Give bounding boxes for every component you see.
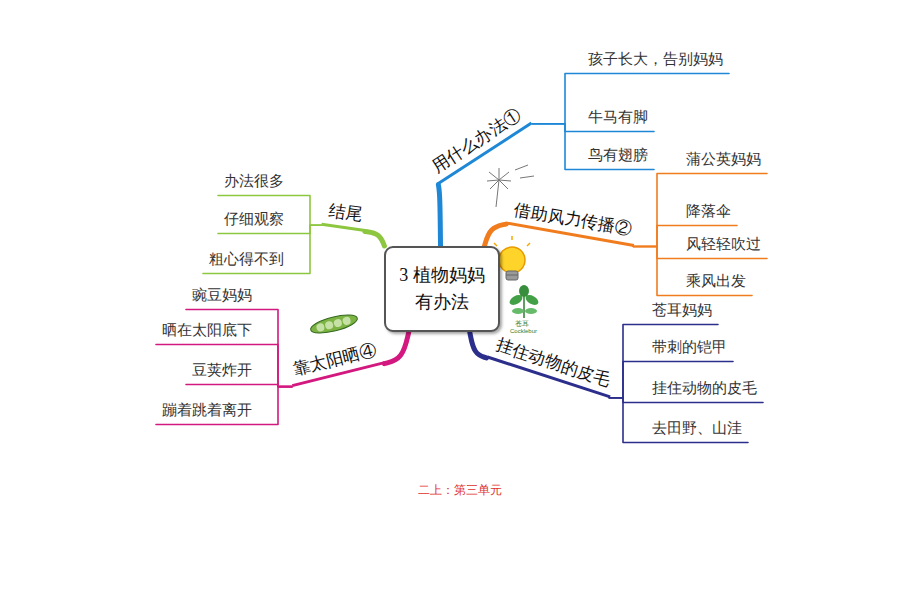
- node-text: 结尾: [327, 199, 364, 226]
- main-branch-curve: [470, 332, 487, 358]
- node-text: 风轻轻吹过: [686, 235, 761, 255]
- branch-topic: 挂住动物的皮毛: [486, 332, 617, 398]
- node-text: 3 植物妈妈 有办法: [396, 262, 488, 316]
- node-text: 挂住动物的皮毛: [493, 334, 613, 392]
- leaf-topic: 晒在太阳底下: [156, 321, 258, 345]
- leaf-topic: 牛马有脚: [582, 108, 654, 132]
- node-text: 豌豆妈妈: [192, 286, 252, 306]
- node-text: 靠太阳晒④: [290, 339, 378, 381]
- node-text: 孩子长大，告别妈妈: [588, 50, 723, 70]
- leaf-branch-line: [609, 398, 748, 443]
- leaf-topic: 办法很多: [218, 172, 290, 196]
- leaf-branch-line: [186, 310, 292, 387]
- main-branch-curve: [484, 224, 506, 246]
- leaf-topic: 粗心得不到: [203, 250, 290, 274]
- node-text: 挂住动物的皮毛: [652, 379, 757, 399]
- main-branch-curve: [365, 231, 385, 246]
- leaf-topic: 鸟有翅膀: [582, 146, 654, 170]
- node-text: 豆荚炸开: [192, 361, 252, 381]
- node-text: 苍耳妈妈: [652, 301, 712, 321]
- branch-topic: 用什么办法①: [424, 101, 533, 185]
- node-text: 蒲公英妈妈: [686, 150, 761, 170]
- leaf-branch-line: [532, 124, 654, 170]
- node-text: 粗心得不到: [209, 250, 284, 270]
- branch-topic: 结尾: [321, 199, 368, 232]
- node-text: 办法很多: [224, 172, 284, 192]
- leaf-topic: 豌豆妈妈: [186, 286, 258, 310]
- central-topic-box: 3 植物妈妈 有办法: [384, 246, 500, 332]
- leaf-topic: 苍耳妈妈: [646, 301, 718, 325]
- icon-label: Cocklebur: [510, 328, 537, 334]
- leaf-topic: 风轻轻吹过: [680, 235, 767, 259]
- node-text: 乘风出发: [686, 272, 746, 292]
- leaf-topic: 蒲公英妈妈: [680, 150, 767, 174]
- leaf-topic: 豆荚炸开: [186, 361, 258, 385]
- main-branch-curve: [384, 332, 408, 364]
- node-text: 牛马有脚: [588, 108, 648, 128]
- leaf-topic: 去田野、山洼: [646, 419, 748, 443]
- leaf-branch-line: [156, 345, 292, 387]
- leaf-topic: 乘风出发: [680, 272, 752, 296]
- node-text: 鸟有翅膀: [588, 146, 648, 166]
- branch-topic: 借助风力传播②: [506, 198, 638, 247]
- leaf-topic: 带刺的铠甲: [646, 338, 733, 362]
- leaf-branch-line: [633, 174, 767, 247]
- leaf-topic: 降落伞: [680, 202, 737, 226]
- node-text: 带刺的铠甲: [652, 338, 727, 358]
- main-branch-curve: [438, 185, 440, 246]
- pea-pod-icon: [309, 311, 359, 336]
- node-text: 仔细观察: [224, 210, 284, 230]
- leaf-branch-line: [203, 225, 321, 273]
- caption: 二上：第三单元: [418, 482, 502, 499]
- node-text: 借助风力传播②: [512, 198, 633, 240]
- leaf-branch-line: [186, 385, 292, 387]
- icon-label: 苍耳: [515, 320, 529, 327]
- node-text: 蹦着跳着离开: [162, 401, 252, 421]
- node-text: 晒在太阳底下: [162, 321, 252, 341]
- leaf-topic: 仔细观察: [218, 210, 290, 234]
- leaf-topic: 孩子长大，告别妈妈: [582, 50, 729, 74]
- branch-topic: 靠太阳晒④: [286, 337, 385, 386]
- node-text: 去田野、山洼: [652, 419, 742, 439]
- leaf-branch-line: [609, 398, 763, 403]
- leaf-branch-line: [633, 246, 752, 295]
- leaf-topic: 挂住动物的皮毛: [646, 379, 763, 403]
- node-text: 用什么办法①: [428, 104, 526, 178]
- node-text: 降落伞: [686, 202, 731, 222]
- cocklebur-plant-icon: [508, 285, 540, 318]
- leaf-branch-line: [156, 387, 292, 425]
- leaf-topic: 蹦着跳着离开: [156, 401, 258, 425]
